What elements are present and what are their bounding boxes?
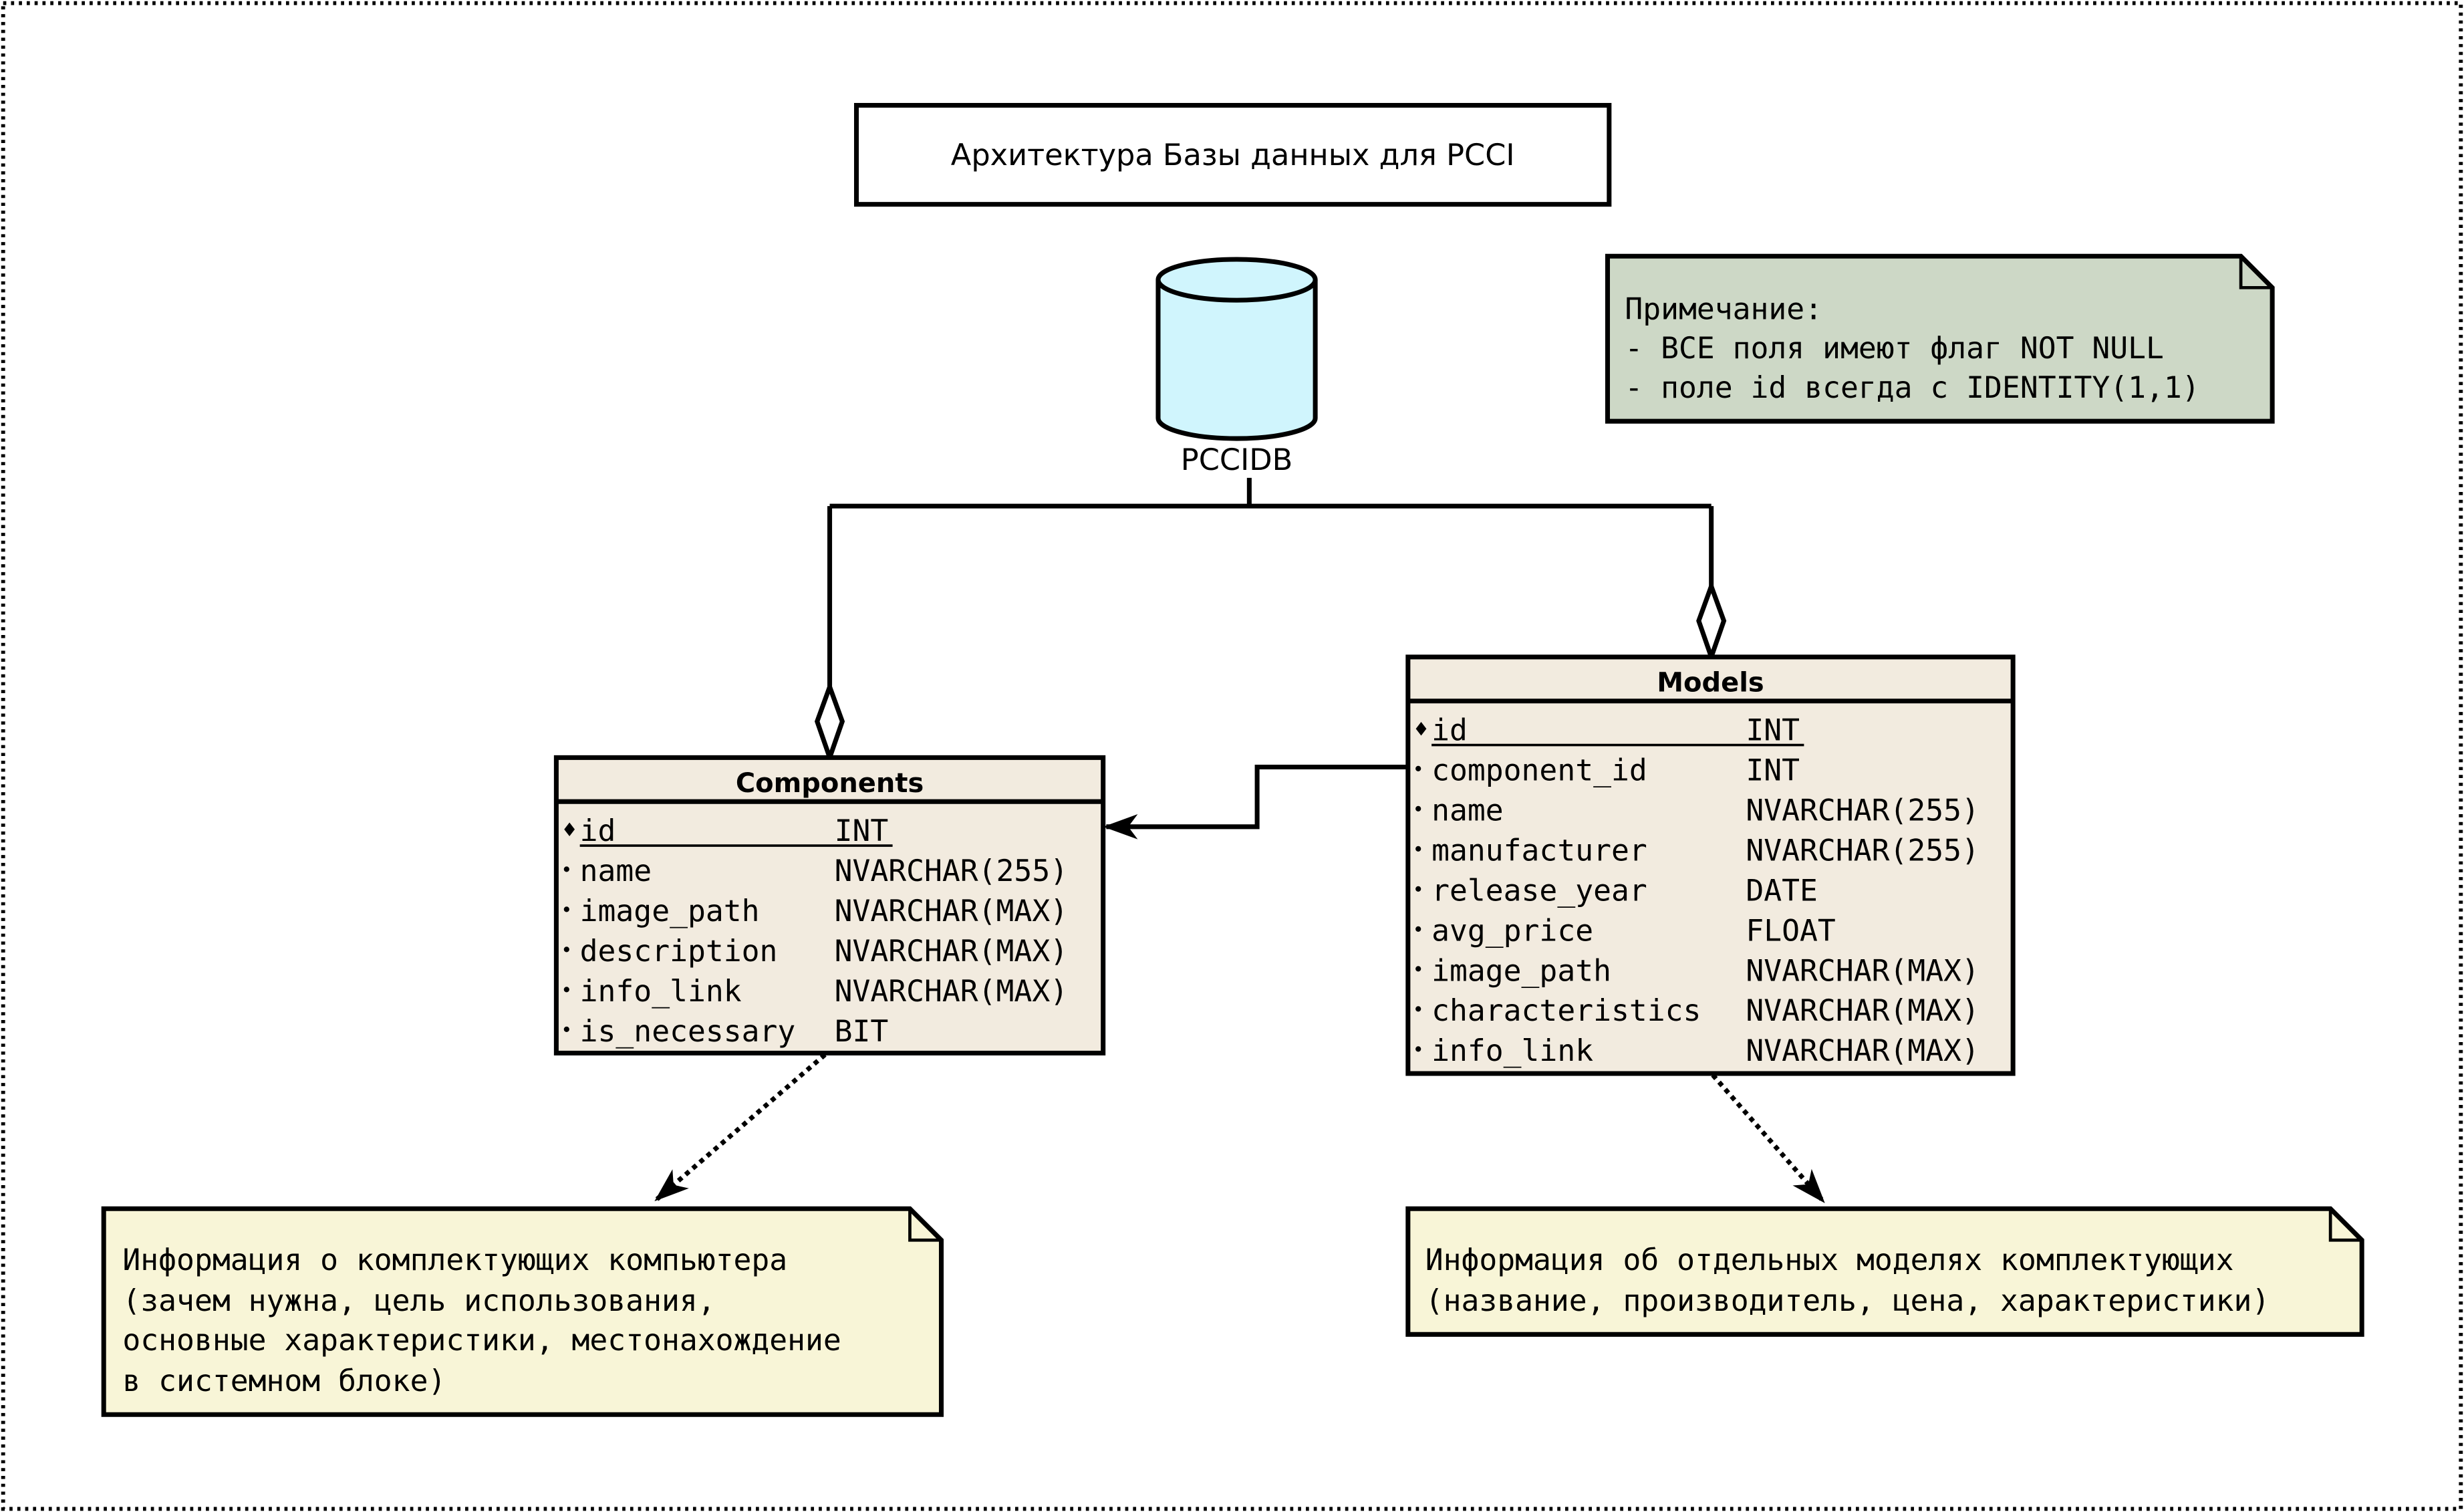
- field-name: id: [1431, 713, 1468, 748]
- database-icon: PCCIDB: [1155, 257, 1318, 477]
- note-heading: Примечание:: [1625, 291, 1822, 326]
- field-name: name: [580, 854, 652, 888]
- components-field-row: • image_path NVARCHAR(MAX): [561, 894, 1068, 928]
- models-field-row: • release_year DATE: [1413, 873, 1818, 908]
- field-name: image_path: [580, 894, 760, 928]
- diagram-title: Архитектура Базы данных для PCCI: [951, 138, 1515, 172]
- components-comment-line-2: основные характеристики, местонахождение: [122, 1323, 841, 1358]
- field-type: NVARCHAR(255): [835, 854, 1069, 888]
- note-line-2: - поле id всегда с IDENTITY(1,1): [1625, 370, 2199, 405]
- field-type: NVARCHAR(255): [1746, 793, 1979, 828]
- field-name: info_link: [1431, 1033, 1593, 1068]
- field-marker: •: [1413, 798, 1424, 820]
- field-type: BIT: [835, 1014, 889, 1049]
- field-marker: •: [561, 1019, 572, 1041]
- components-field-row: • description NVARCHAR(MAX): [561, 934, 1068, 969]
- field-type: DATE: [1746, 873, 1818, 908]
- field-marker: •: [561, 979, 572, 1001]
- database-label: PCCIDB: [1181, 443, 1292, 477]
- note-line-1: - ВСЕ поля имеют флаг NOT NULL: [1625, 331, 2164, 366]
- field-name: name: [1431, 793, 1504, 828]
- components-field-row: • is_necessary BIT: [561, 1014, 888, 1049]
- svg-text:Примечание: - ВСЕ поля и: Примечание: - ВСЕ поля имеют флаг NOT NU…: [1625, 291, 2199, 405]
- field-type: NVARCHAR(MAX): [835, 934, 1069, 969]
- models-table-title: Models: [1657, 668, 1764, 699]
- field-marker: •: [1413, 918, 1424, 940]
- field-marker: •: [1413, 758, 1424, 780]
- components-comment-box: Информация о комплектующих компьютера (з…: [101, 1206, 944, 1417]
- field-marker: •: [1413, 959, 1424, 981]
- models-comment-line-1: (название, производитель, цена, характер…: [1425, 1283, 2270, 1318]
- components-table-title: Components: [736, 768, 924, 799]
- primary-key-marker: ♦: [1413, 718, 1429, 740]
- components-comment-line-1: (зачем нужна, цель использования,: [122, 1283, 715, 1318]
- field-name: component_id: [1431, 753, 1647, 787]
- field-type: NVARCHAR(MAX): [835, 894, 1069, 928]
- field-type: INT: [1746, 753, 1800, 787]
- models-comment-line-0: Информация об отдельных моделях комплект…: [1425, 1243, 2234, 1277]
- components-comment-link: [654, 1053, 827, 1202]
- models-aggregation-diamond: [1696, 579, 1727, 664]
- field-type: NVARCHAR(255): [1746, 833, 1979, 868]
- field-type: NVARCHAR(MAX): [1746, 953, 1979, 988]
- field-name: manufacturer: [1431, 833, 1647, 868]
- svg-text:Информация об отдельных моделя: Информация об отдельных моделях комплект…: [1425, 1243, 2270, 1318]
- field-type: FLOAT: [1746, 913, 1835, 948]
- models-field-row: • avg_price FLOAT: [1413, 913, 1836, 948]
- models-field-row: • component_id INT: [1413, 753, 1800, 787]
- models-comment-box: Информация об отдельных моделях комплект…: [1405, 1206, 2364, 1337]
- field-type: NVARCHAR(MAX): [1746, 1033, 1979, 1068]
- models-field-row: ♦id INT: [1413, 713, 1804, 748]
- field-marker: •: [1413, 999, 1424, 1021]
- note-box: Примечание: - ВСЕ поля имеют флаг NOT NU…: [1605, 253, 2275, 424]
- components-table: Components ♦id INT • name NVARCHAR(255) • imag…: [553, 755, 1106, 1055]
- title-box: Архитектура Базы данных для PCCI: [853, 103, 1612, 207]
- field-marker: •: [561, 939, 572, 961]
- svg-text:Информация о комплектующих ком: Информация о комплектующих компьютера (з…: [122, 1243, 859, 1398]
- models-field-row: • image_path NVARCHAR(MAX): [1413, 953, 1979, 988]
- field-name: avg_price: [1431, 913, 1593, 948]
- field-marker: •: [561, 859, 572, 881]
- field-marker: •: [561, 899, 572, 921]
- field-marker: •: [1413, 1039, 1424, 1061]
- field-type: INT: [1746, 713, 1800, 748]
- models-field-row: • characteristics NVARCHAR(MAX): [1413, 993, 1979, 1028]
- models-field-row: • info_link NVARCHAR(MAX): [1413, 1033, 1979, 1068]
- field-type: NVARCHAR(MAX): [835, 974, 1069, 1009]
- components-comment-line-3: в системном блоке): [122, 1364, 446, 1398]
- models-field-row: • name NVARCHAR(255): [1413, 793, 1979, 828]
- db-aggregation-connector: [827, 477, 1714, 687]
- components-comment-line-0: Информация о комплектующих компьютера: [122, 1243, 787, 1277]
- models-field-row: • manufacturer NVARCHAR(255): [1413, 833, 1979, 868]
- field-name: description: [580, 934, 778, 969]
- field-name: is_necessary: [580, 1014, 796, 1049]
- field-name: info_link: [580, 974, 742, 1009]
- components-field-row: • info_link NVARCHAR(MAX): [561, 974, 1068, 1009]
- field-marker: •: [1413, 838, 1424, 860]
- components-aggregation-diamond: [814, 680, 845, 765]
- models-comment-link: [1711, 1074, 1825, 1204]
- components-field-row: • name NVARCHAR(255): [561, 854, 1068, 888]
- field-name: id: [580, 813, 616, 848]
- components-field-row: ♦id INT: [561, 813, 893, 848]
- field-type: NVARCHAR(MAX): [1746, 993, 1979, 1028]
- fk-relation-arrow: [1103, 764, 1408, 840]
- field-name: release_year: [1431, 873, 1647, 908]
- field-type: INT: [835, 813, 889, 848]
- field-name: characteristics: [1431, 993, 1701, 1028]
- field-marker: •: [1413, 878, 1424, 900]
- primary-key-marker: ♦: [561, 819, 577, 841]
- field-name: image_path: [1431, 953, 1611, 988]
